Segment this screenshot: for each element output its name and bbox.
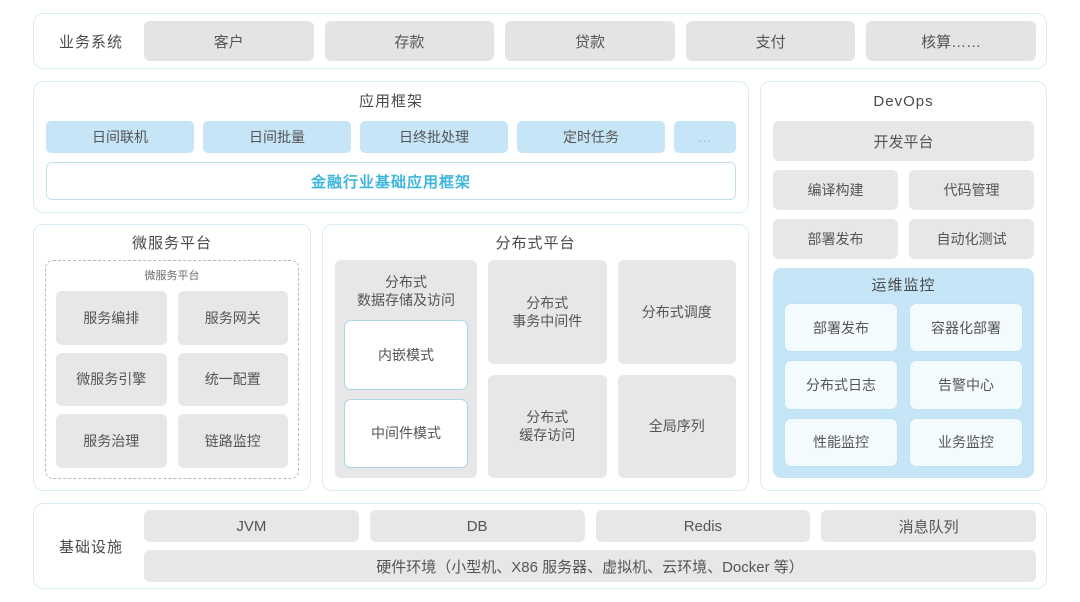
middle-region: 应用框架 日间联机 日间批量 日终批处理 定时任务 ... 金融行业基础应用框架… <box>33 81 1047 491</box>
infrastructure-item[interactable]: JVM <box>144 510 359 542</box>
devops-item[interactable]: 部署发布 <box>773 219 898 259</box>
distributed-platform-title: 分布式平台 <box>495 235 576 252</box>
devops-section: DevOps 开发平台 编译构建 代码管理 部署发布 自动化测试 运维监控 部署… <box>760 81 1047 491</box>
distributed-storage-title: 分布式 数据存储及访问 <box>357 274 455 308</box>
infrastructure-content: JVM DB Redis 消息队列 硬件环境（小型机、X86 服务器、虚拟机、云… <box>144 510 1036 582</box>
devops-item[interactable]: 编译构建 <box>773 170 898 210</box>
app-framework-tag[interactable]: 日终批处理 <box>360 121 508 153</box>
ops-monitoring-item[interactable]: 告警中心 <box>909 360 1023 410</box>
distributed-platform-grid: 分布式 事务中间件 分布式调度 分布式 缓存访问 全局序列 <box>488 260 736 478</box>
infrastructure-label: 基础设施 <box>58 538 123 556</box>
app-framework-banner: 金融行业基础应用框架 <box>46 162 736 200</box>
devops-item[interactable]: 代码管理 <box>909 170 1034 210</box>
microservice-item[interactable]: 服务治理 <box>56 414 167 468</box>
infrastructure-items-row: JVM DB Redis 消息队列 <box>144 510 1036 542</box>
app-framework-tags: 日间联机 日间批量 日终批处理 定时任务 ... <box>46 121 736 153</box>
microservice-platform-inner-title: 微服务平台 <box>144 270 200 282</box>
app-framework-tag[interactable]: 日间批量 <box>203 121 351 153</box>
devops-item[interactable]: 自动化测试 <box>909 219 1034 259</box>
microservice-item[interactable]: 微服务引擎 <box>56 352 167 407</box>
hardware-environment-item[interactable]: 硬件环境（小型机、X86 服务器、虚拟机、云环境、Docker 等） <box>144 550 1036 582</box>
infrastructure-item[interactable]: Redis <box>595 510 811 542</box>
distributed-item[interactable]: 全局序列 <box>617 374 736 478</box>
business-system-item[interactable]: 支付 <box>685 21 856 61</box>
devops-platform-item[interactable]: 开发平台 <box>773 121 1034 161</box>
ops-monitoring-title: 运维监控 <box>871 277 936 294</box>
devops-column: DevOps 开发平台 编译构建 代码管理 部署发布 自动化测试 运维监控 部署… <box>760 81 1047 491</box>
infrastructure-item[interactable]: DB <box>369 510 585 542</box>
business-system-item[interactable]: 存款 <box>324 21 495 61</box>
infrastructure-section: 基础设施 JVM DB Redis 消息队列 硬件环境（小型机、X86 服务器、… <box>33 503 1047 589</box>
microservice-platform-title: 微服务平台 <box>131 235 212 252</box>
platforms-row: 微服务平台 微服务平台 服务编排 服务网关 微服务引擎 统一配置 服务治理 链路… <box>33 224 749 491</box>
microservice-platform-grid: 服务编排 服务网关 微服务引擎 统一配置 服务治理 链路监控 <box>56 291 288 468</box>
business-systems-section: 业务系统 客户 存款 贷款 支付 核算…… <box>33 13 1047 69</box>
microservice-item[interactable]: 服务编排 <box>56 291 167 345</box>
ops-monitoring-grid: 部署发布 容器化部署 分布式日志 告警中心 性能监控 业务监控 <box>784 303 1023 467</box>
middle-left-column: 应用框架 日间联机 日间批量 日终批处理 定时任务 ... 金融行业基础应用框架… <box>33 81 749 491</box>
infrastructure-item[interactable]: 消息队列 <box>821 510 1036 542</box>
microservice-platform-section: 微服务平台 微服务平台 服务编排 服务网关 微服务引擎 统一配置 服务治理 链路… <box>33 224 311 491</box>
business-system-item[interactable]: 客户 <box>144 21 314 61</box>
app-framework-title: 应用框架 <box>358 93 423 110</box>
business-system-item[interactable]: 核算…… <box>866 21 1036 61</box>
microservice-item[interactable]: 链路监控 <box>177 414 288 468</box>
ops-monitoring-item[interactable]: 性能监控 <box>784 417 898 467</box>
devops-title: DevOps <box>873 93 934 110</box>
distributed-storage-mode[interactable]: 内嵌模式 <box>344 320 468 390</box>
app-framework-section: 应用框架 日间联机 日间批量 日终批处理 定时任务 ... 金融行业基础应用框架 <box>33 81 749 213</box>
distributed-platform-section: 分布式平台 分布式 数据存储及访问 内嵌模式 中间件模式 分布式 事务中间件 分… <box>322 224 749 491</box>
app-framework-more-tag[interactable]: ... <box>674 121 736 153</box>
app-framework-tag[interactable]: 定时任务 <box>517 121 665 153</box>
microservice-item[interactable]: 统一配置 <box>177 352 288 407</box>
distributed-item[interactable]: 分布式调度 <box>617 260 736 364</box>
distributed-storage-group: 分布式 数据存储及访问 内嵌模式 中间件模式 <box>335 260 477 478</box>
business-systems-items: 客户 存款 贷款 支付 核算…… <box>144 21 1036 61</box>
app-framework-tag[interactable]: 日间联机 <box>46 121 194 153</box>
distributed-storage-mode[interactable]: 中间件模式 <box>344 398 468 468</box>
ops-monitoring-item[interactable]: 部署发布 <box>784 303 898 353</box>
ops-monitoring-item[interactable]: 分布式日志 <box>784 360 898 410</box>
microservice-item[interactable]: 服务网关 <box>177 291 288 345</box>
microservice-platform-inner-box: 微服务平台 服务编排 服务网关 微服务引擎 统一配置 服务治理 链路监控 <box>45 260 299 479</box>
business-system-item[interactable]: 贷款 <box>505 21 675 61</box>
ops-monitoring-section: 运维监控 部署发布 容器化部署 分布式日志 告警中心 性能监控 业务监控 <box>773 268 1034 478</box>
distributed-item[interactable]: 分布式 事务中间件 <box>488 260 607 364</box>
ops-monitoring-item[interactable]: 容器化部署 <box>909 303 1023 353</box>
devops-grid: 编译构建 代码管理 部署发布 自动化测试 <box>773 170 1034 259</box>
business-systems-label: 业务系统 <box>58 33 123 51</box>
distributed-platform-body: 分布式 数据存储及访问 内嵌模式 中间件模式 分布式 事务中间件 分布式调度 分… <box>335 260 736 478</box>
distributed-item[interactable]: 分布式 缓存访问 <box>488 374 607 478</box>
ops-monitoring-item[interactable]: 业务监控 <box>909 417 1023 467</box>
